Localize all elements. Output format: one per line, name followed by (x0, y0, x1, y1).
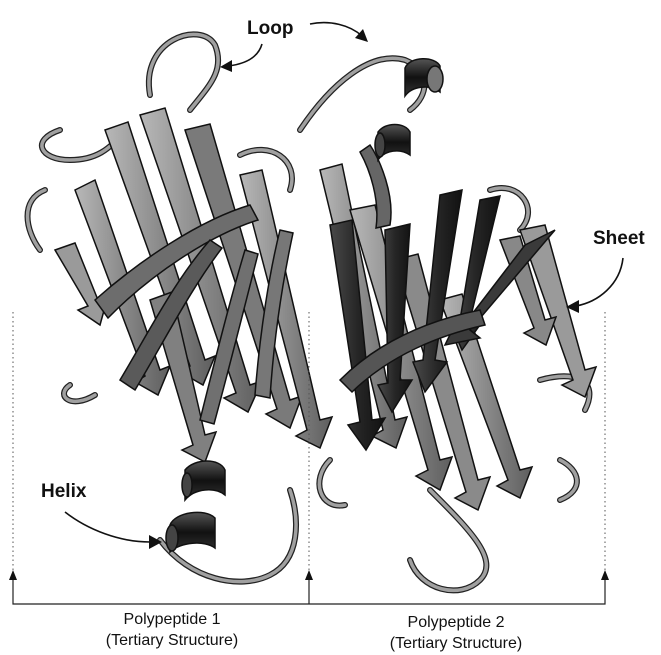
polypeptide-2-ribbon (300, 58, 596, 590)
helix-label: Helix (41, 481, 87, 502)
sheet-arrow (576, 258, 623, 306)
polypeptide-1-structure: (Tertiary Structure) (106, 632, 238, 649)
sheet-label: Sheet (593, 228, 645, 249)
polypeptide-2-structure: (Tertiary Structure) (390, 635, 522, 652)
loop-arrow-right (310, 23, 362, 36)
helix-left (166, 461, 225, 552)
polypeptide-2-name: Polypeptide 2 (408, 614, 505, 631)
loop-arrow-left (228, 44, 262, 66)
helix-arrow (65, 512, 150, 542)
polypeptide-bracket (9, 570, 609, 604)
loop-arrow-left-head (220, 60, 232, 72)
loop-arrow-right-head (355, 29, 368, 42)
loop-label: Loop (247, 18, 293, 39)
polypeptide-1-name: Polypeptide 1 (124, 611, 221, 628)
